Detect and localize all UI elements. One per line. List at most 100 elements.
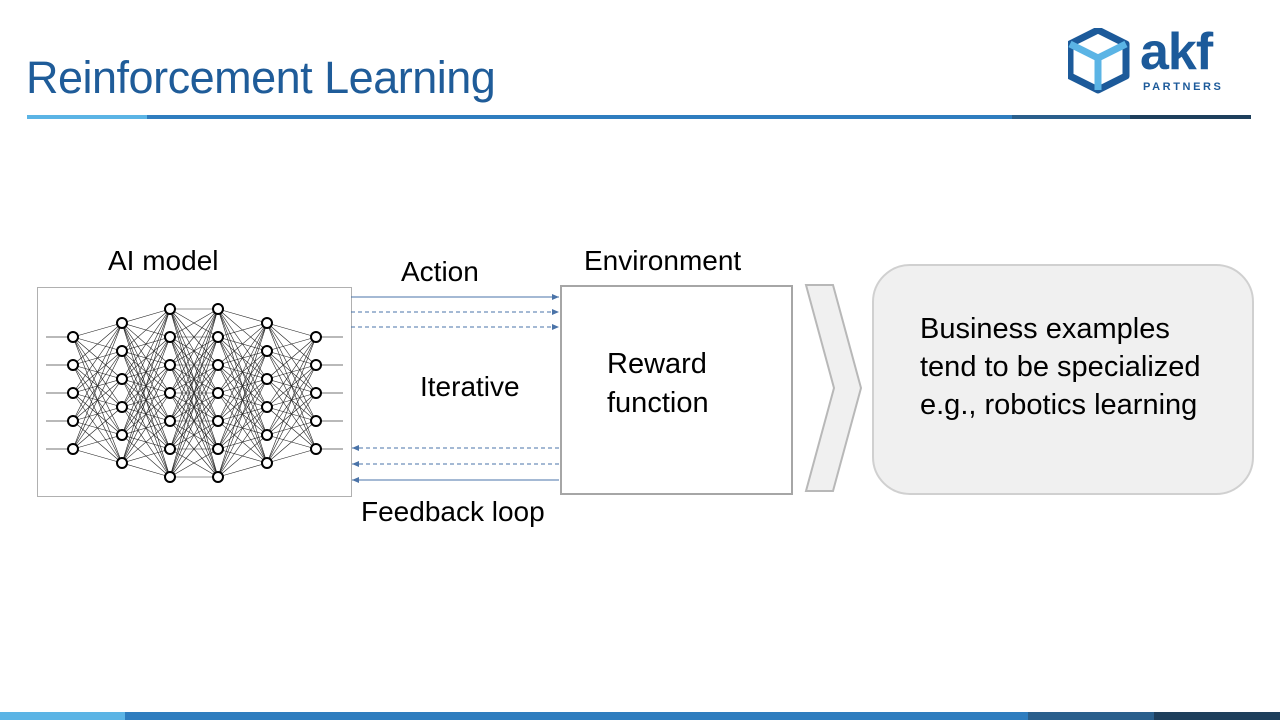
nn-edge xyxy=(217,322,268,450)
nn-node xyxy=(67,415,79,427)
business-line: tend to be specialized xyxy=(920,351,1201,383)
nn-edge xyxy=(217,378,268,478)
ai-model-label: AI model xyxy=(108,245,219,276)
nn-edge xyxy=(121,308,171,436)
nn-edge xyxy=(217,406,268,478)
nn-edge xyxy=(169,308,219,450)
nn-edge xyxy=(121,308,171,380)
nn-edge xyxy=(266,364,317,464)
nn-edge xyxy=(169,308,219,366)
nn-edge xyxy=(169,308,219,394)
nn-node xyxy=(116,401,128,413)
reward-line: Reward xyxy=(607,348,707,380)
nn-edge xyxy=(217,350,268,478)
nn-edge xyxy=(121,392,171,464)
nn-node xyxy=(261,317,273,329)
nn-node xyxy=(212,415,224,427)
nn-edge xyxy=(169,308,219,478)
nn-edge xyxy=(266,448,317,464)
nn-edge xyxy=(169,336,219,478)
nn-edge xyxy=(121,308,171,408)
nn-edge xyxy=(72,406,123,450)
feedback-loop-label: Feedback loop xyxy=(361,496,545,527)
nn-node xyxy=(164,331,176,343)
nn-edge xyxy=(121,364,171,464)
reward-line: function xyxy=(607,387,709,419)
nn-node xyxy=(116,429,128,441)
chevron-arrow-icon xyxy=(804,284,863,492)
nn-edge xyxy=(217,462,268,478)
nn-node xyxy=(261,429,273,441)
nn-node xyxy=(67,387,79,399)
nn-edge xyxy=(121,448,171,464)
business-examples-box: Business examples tend to be specialized… xyxy=(872,264,1254,495)
business-examples-text: Business examples tend to be specialized… xyxy=(920,310,1201,424)
nn-edge xyxy=(72,322,123,422)
nn-edge xyxy=(72,322,123,338)
environment-box: Reward function xyxy=(560,285,793,495)
nn-node xyxy=(212,303,224,315)
nn-edge xyxy=(121,336,171,464)
company-logo: akf PARTNERS xyxy=(1068,23,1238,98)
nn-edge xyxy=(217,322,268,338)
title-underline-bar xyxy=(27,115,1251,119)
nn-node xyxy=(116,457,128,469)
nn-edge xyxy=(72,448,123,464)
nn-edge xyxy=(217,322,268,478)
nn-node xyxy=(164,359,176,371)
neural-network-diagram xyxy=(37,287,352,497)
logo-wordmark: akf xyxy=(1140,23,1213,81)
nn-node xyxy=(212,359,224,371)
nn-node xyxy=(310,415,322,427)
nn-edge xyxy=(72,322,123,394)
reward-function-text: Reward function xyxy=(607,345,709,423)
nn-edge xyxy=(266,322,317,338)
nn-edge xyxy=(217,322,268,422)
iterative-label: Iterative xyxy=(420,371,520,402)
nn-node xyxy=(310,443,322,455)
nn-edge xyxy=(217,322,268,394)
nn-edge xyxy=(121,308,171,352)
nn-edge xyxy=(72,322,123,450)
nn-node xyxy=(116,317,128,329)
nn-edge xyxy=(121,308,171,464)
nn-edge xyxy=(169,308,219,338)
business-line: e.g., robotics learning xyxy=(920,389,1198,421)
nn-node xyxy=(116,373,128,385)
nn-node xyxy=(67,331,79,343)
logo-subtitle: PARTNERS xyxy=(1143,81,1224,93)
nn-node xyxy=(164,471,176,483)
nn-node xyxy=(212,471,224,483)
nn-edge xyxy=(169,392,219,478)
nn-node xyxy=(116,345,128,357)
nn-node xyxy=(164,443,176,455)
nn-edge xyxy=(72,322,123,366)
nn-node xyxy=(164,415,176,427)
action-label: Action xyxy=(401,256,479,287)
nn-edge xyxy=(266,420,317,464)
nn-node xyxy=(212,331,224,343)
nn-edge xyxy=(266,336,317,380)
nn-edge xyxy=(217,434,268,478)
nn-node xyxy=(310,359,322,371)
neural-network-graphic xyxy=(46,303,343,483)
cube-icon xyxy=(1068,28,1130,94)
nn-node xyxy=(310,331,322,343)
nn-node xyxy=(67,359,79,371)
nn-edge xyxy=(169,308,219,422)
nn-edge xyxy=(169,448,219,478)
nn-edge xyxy=(72,434,123,450)
nn-node xyxy=(261,457,273,469)
environment-label: Environment xyxy=(584,245,742,276)
nn-node xyxy=(67,443,79,455)
nn-edge xyxy=(266,392,317,464)
nn-edge xyxy=(72,378,123,450)
slide-title: Reinforcement Learning xyxy=(26,52,496,103)
nn-node xyxy=(164,387,176,399)
nn-node xyxy=(310,387,322,399)
nn-edge xyxy=(266,336,317,408)
footer-bar xyxy=(0,712,1280,720)
nn-edge xyxy=(266,336,317,436)
nn-edge xyxy=(121,420,171,464)
nn-edge xyxy=(169,420,219,478)
